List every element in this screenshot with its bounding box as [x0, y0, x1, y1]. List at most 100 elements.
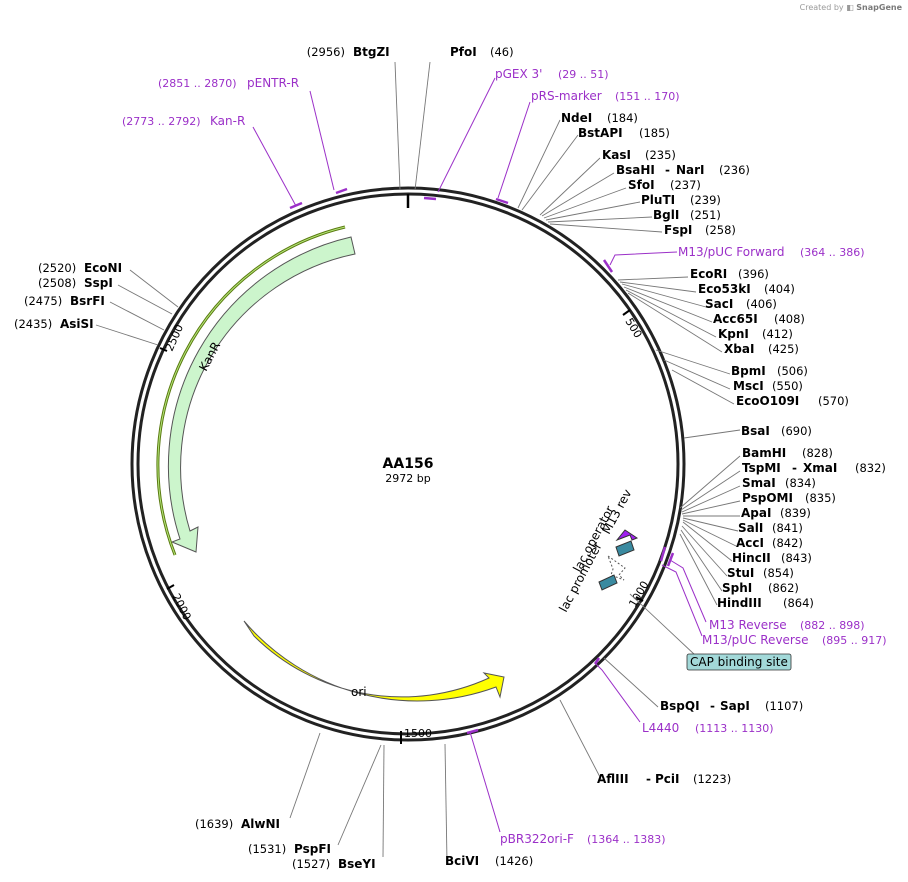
enzyme-position: (1426) [495, 854, 533, 868]
enzyme-site[interactable]: BsaHI [616, 163, 655, 177]
enzyme-position: (239) [690, 193, 721, 207]
enzyme-site[interactable]: SspI [84, 276, 113, 290]
enzyme-site[interactable]: KasI [602, 148, 631, 162]
enzyme-site[interactable]: AlwNI [241, 817, 280, 831]
enzyme-site[interactable]: SphI [722, 581, 752, 595]
enzyme-site[interactable]: StuI [727, 566, 754, 580]
primer-site[interactable]: pENTR-R [247, 76, 299, 90]
cap-badge [686, 653, 792, 671]
enzyme-site[interactable]: ApaI [741, 506, 771, 520]
enzyme-position: (404) [764, 282, 795, 296]
credit-prefix: Created by [799, 3, 844, 12]
primer-marks [289, 187, 675, 735]
enzyme-position: (841) [772, 521, 803, 535]
enzyme-site[interactable]: KpnI [718, 327, 749, 341]
primer-site[interactable]: pGEX 3' [495, 67, 542, 81]
primer-site[interactable]: pBR322ori-F [500, 832, 574, 846]
primer-site[interactable]: M13 Reverse [709, 618, 787, 632]
enzyme-site[interactable]: AflIII [597, 772, 629, 786]
primer-site[interactable]: M13/pUC Forward [678, 245, 785, 259]
enzyme-position: (2475) [24, 294, 62, 308]
enzyme-site[interactable]: PfoI [450, 45, 477, 59]
enzyme-labels: (2956) BtgZI PfoI (46) NdeI (184) BstAPI… [14, 45, 886, 871]
primer-site[interactable]: pRS-marker [531, 89, 602, 103]
credit-brand: SnapGene [856, 3, 902, 12]
enzyme-site[interactable]: Acc65I [713, 312, 758, 326]
enzyme-site[interactable]: BtgZI [353, 45, 390, 59]
enzyme-site[interactable]: EcoRI [690, 267, 727, 281]
primer-position: (1364 .. 1383) [587, 833, 666, 846]
enzyme-position: (1531) [248, 842, 286, 856]
enzyme-position: (834) [785, 476, 816, 490]
enzyme-site[interactable]: AccI [736, 536, 764, 550]
primer-site[interactable]: Kan-R [210, 114, 245, 128]
enzyme-site[interactable]: XmaI [803, 461, 837, 475]
enzyme-site[interactable]: BsrFI [70, 294, 105, 308]
enzyme-site[interactable]: BseYI [338, 857, 376, 871]
tick-label: 2500 [163, 322, 186, 353]
enzyme-position: (184) [607, 111, 638, 125]
enzyme-site[interactable]: PciI [655, 772, 680, 786]
backbone-outer-strand [130, 186, 686, 742]
enzyme-site[interactable]: NdeI [561, 111, 592, 125]
enzyme-position: (46) [490, 45, 514, 59]
enzyme-position: (425) [768, 342, 799, 356]
enzyme-site[interactable]: BsaI [741, 424, 770, 438]
enzyme-position: (1223) [693, 772, 731, 786]
primer-site[interactable]: L4440 [642, 721, 679, 735]
cap-binding-site[interactable]: CAP binding site [629, 593, 792, 671]
enzyme-position: (843) [781, 551, 812, 565]
cap-label: CAP binding site [690, 655, 788, 669]
enzyme-site[interactable]: PspOMI [742, 491, 793, 505]
svg-text:-: - [792, 461, 797, 475]
enzyme-site[interactable]: BspQI [660, 699, 700, 713]
enzyme-site[interactable]: Eco53kI [698, 282, 751, 296]
enzyme-position: (235) [645, 148, 676, 162]
enzyme-position: (2508) [38, 276, 76, 290]
svg-text:-: - [710, 699, 715, 713]
enzyme-site[interactable]: SacI [705, 297, 733, 311]
svg-text:-: - [646, 772, 651, 786]
enzyme-position: (506) [777, 364, 808, 378]
enzyme-site[interactable]: BstAPI [578, 126, 623, 140]
enzyme-site[interactable]: HindIII [717, 596, 762, 610]
enzyme-site[interactable]: BglI [653, 208, 679, 222]
enzyme-site[interactable]: HincII [732, 551, 771, 565]
primer-position: (2851 .. 2870) [158, 77, 237, 90]
enzyme-position: (1527) [292, 857, 330, 871]
primer-position: (1113 .. 1130) [695, 722, 774, 735]
enzyme-site[interactable]: BamHI [742, 446, 786, 460]
enzyme-position: (839) [780, 506, 811, 520]
svg-text:-: - [665, 163, 670, 177]
kanr-feature[interactable]: KanR [156, 225, 356, 556]
enzyme-position: (854) [763, 566, 794, 580]
enzyme-site[interactable]: EcoO109I [736, 394, 799, 408]
enzyme-position: (2956) [307, 45, 345, 59]
enzyme-position: (408) [774, 312, 805, 326]
enzyme-site[interactable]: NarI [676, 163, 705, 177]
tick-1500: 1500 [400, 727, 432, 744]
primer-position: (151 .. 170) [615, 90, 680, 103]
enzyme-position: (258) [705, 223, 736, 237]
enzyme-site[interactable]: SmaI [742, 476, 776, 490]
enzyme-site[interactable]: PluTI [641, 193, 675, 207]
ori-feature[interactable]: ori [243, 620, 505, 702]
enzyme-site[interactable]: BciVI [445, 854, 479, 868]
enzyme-site[interactable]: XbaI [724, 342, 754, 356]
enzyme-site[interactable]: BpmI [731, 364, 766, 378]
lac-operator-feature[interactable]: lac operator [570, 504, 635, 575]
enzyme-site[interactable]: PspFI [294, 842, 331, 856]
enzyme-site[interactable]: SfoI [628, 178, 655, 192]
lac-promoter-arrow [606, 554, 626, 581]
enzyme-position: (406) [746, 297, 777, 311]
enzyme-site[interactable]: EcoNI [84, 261, 122, 275]
enzyme-site[interactable]: SapI [720, 699, 750, 713]
primer-site[interactable]: M13/pUC Reverse [702, 633, 809, 647]
enzyme-position: (412) [762, 327, 793, 341]
enzyme-site[interactable]: MscI [733, 379, 764, 393]
enzyme-site[interactable]: AsiSI [60, 317, 94, 331]
enzyme-site[interactable]: TspMI [742, 461, 781, 475]
enzyme-position: (1107) [765, 699, 803, 713]
enzyme-site[interactable]: FspI [664, 223, 692, 237]
enzyme-site[interactable]: SalI [738, 521, 763, 535]
